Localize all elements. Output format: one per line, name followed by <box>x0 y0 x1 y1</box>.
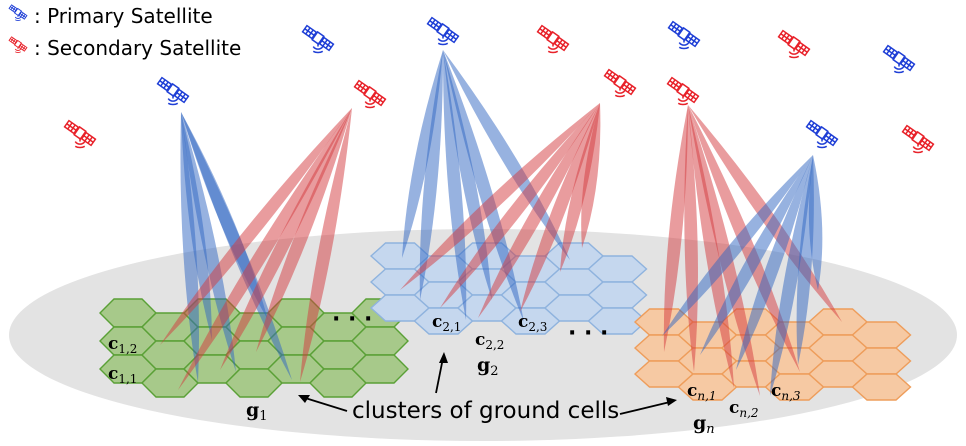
cell-labels: c1,2 c1,1 g1 c2,1 c2,2 c2,3 g2 cn,1 cn,2… <box>108 312 801 437</box>
cell-label-cn2: cn,2 <box>729 398 759 420</box>
secondary-satellite-icon <box>536 24 570 54</box>
secondary-satellite-icon <box>63 119 97 149</box>
annotation-arrowhead-left <box>298 395 310 403</box>
primary-beam-5-3 <box>770 155 813 396</box>
primary-beam-2-4 <box>443 50 524 322</box>
secondary-satellite-icon <box>777 29 811 59</box>
legend-primary-label: : Primary Satellite <box>34 4 213 28</box>
cell-label-c11: c1,1 <box>108 364 137 386</box>
primary-beam-2-0 <box>402 50 443 258</box>
primary-satellite-icon <box>805 119 839 149</box>
secondary-beam-3-1 <box>440 103 600 308</box>
cluster-label-g2: g2 <box>477 354 499 379</box>
annotation-arrowhead-center <box>439 352 448 363</box>
secondary-beam-3-0 <box>400 103 600 290</box>
secondary-beam-1-1 <box>178 108 352 390</box>
primary-beam-2-1 <box>419 50 444 300</box>
cell-label-c22: c2,2 <box>475 330 504 352</box>
cell-label-cn1: cn,1 <box>687 381 717 403</box>
primary-satellite-icon <box>301 24 335 54</box>
secondary-satellite-icon <box>901 124 935 154</box>
cluster-gn-hex-cell <box>851 373 912 401</box>
primary-beam-5-5 <box>808 155 823 290</box>
secondary-beam-4-3 <box>688 105 760 396</box>
legend: : Primary Satellite : Secondary Satellit… <box>8 3 241 60</box>
annotation-text: clusters of ground cells <box>352 398 619 424</box>
beams-layer <box>160 50 842 396</box>
cell-label-c23: c2,3 <box>518 312 547 334</box>
cluster-label-gn: gn <box>693 412 715 437</box>
secondary-beam-3-2 <box>478 103 600 318</box>
ellipsis-left: · · · <box>332 307 372 332</box>
annotation-arrowhead-right <box>666 397 677 406</box>
cluster-g1-hex-cell <box>351 354 409 384</box>
secondary-beam-1-3 <box>256 108 352 352</box>
annotation-arrow-left <box>301 396 348 412</box>
secondary-beam-1-2 <box>220 108 352 370</box>
primary-beam-5-2 <box>736 155 813 370</box>
cell-label-c21: c2,1 <box>432 312 461 334</box>
ellipsis-right: · · · <box>568 321 608 346</box>
primary-beam-5-1 <box>700 155 813 355</box>
primary-satellite-icon <box>426 16 460 46</box>
primary-beam-5-0 <box>662 155 813 336</box>
primary-satellite-icon <box>667 20 701 50</box>
legend-secondary-satellite-icon <box>8 35 28 53</box>
secondary-beam-3-5 <box>581 103 601 248</box>
annotation-arrow-center <box>435 357 444 394</box>
legend-primary-satellite-icon <box>8 3 28 21</box>
cell-label-cn3: cn,3 <box>771 381 801 403</box>
primary-satellite-icon <box>156 76 190 106</box>
secondary-beam-4-0 <box>663 105 688 352</box>
secondary-beam-1-4 <box>300 108 352 382</box>
cell-label-c12: c1,2 <box>108 334 137 356</box>
secondary-satellite-icon <box>353 79 387 109</box>
annotation: clusters of ground cells <box>298 352 677 424</box>
secondary-beam-1-0 <box>160 108 352 345</box>
secondary-satellite-icon <box>666 76 700 106</box>
legend-secondary-label: : Secondary Satellite <box>34 36 241 60</box>
cluster-label-g1: g1 <box>246 399 268 424</box>
secondary-satellite-icon <box>603 68 637 98</box>
primary-satellite-icon <box>882 44 916 74</box>
primary-beam-2-2 <box>442 50 467 320</box>
annotation-arrow-right <box>619 401 671 415</box>
primary-beam-2-3 <box>443 50 492 300</box>
secondary-beam-3-3 <box>520 103 600 312</box>
